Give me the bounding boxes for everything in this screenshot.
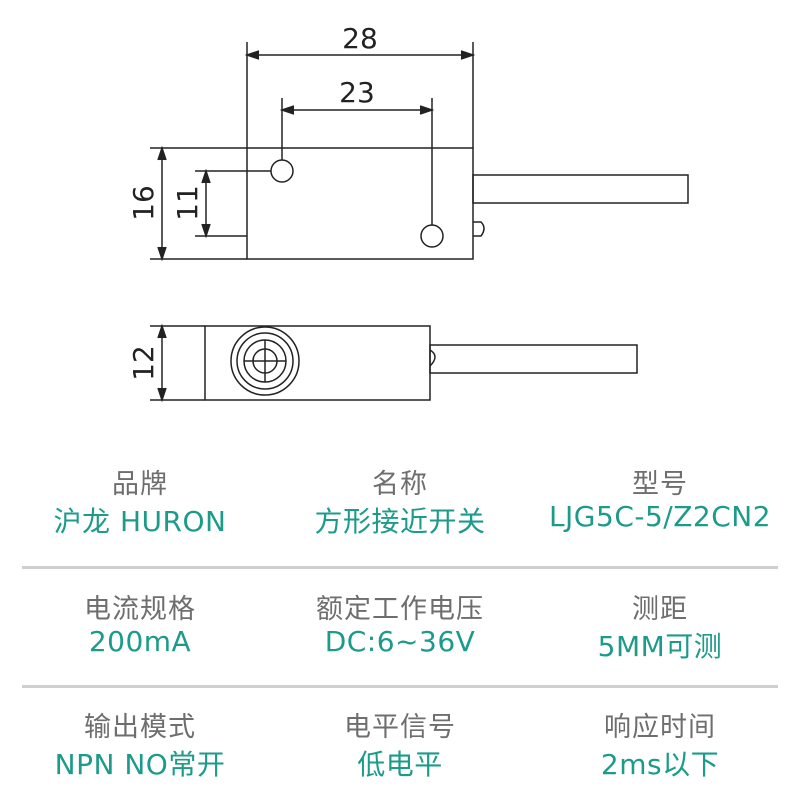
spec-value: 方形接近开关 xyxy=(314,505,486,538)
dim-hole-spacing: 23 xyxy=(339,76,375,109)
dim-top-height: 16 xyxy=(127,185,160,221)
sensing-face-outer xyxy=(230,326,300,396)
top-view-strain-relief xyxy=(473,221,485,237)
spec-value: LJG5C-5/Z2CN2 xyxy=(548,500,772,533)
top-view-cable xyxy=(472,174,689,204)
spec-label: 输出模式 xyxy=(84,712,196,743)
spec-label: 额定工作电压 xyxy=(316,594,484,625)
side-view-strain-relief xyxy=(429,349,436,367)
spec-value: 2ms以下 xyxy=(600,748,720,781)
mounting-hole-1 xyxy=(270,159,294,183)
mounting-hole-2 xyxy=(420,224,444,248)
spec-table: 品牌 沪龙 HURON 名称 方形接近开关 型号 LJG5C-5/Z2CN2 电… xyxy=(0,452,800,810)
spec-value: NPN NO常开 xyxy=(54,748,226,781)
spec-value: 5MM可测 xyxy=(597,630,723,663)
spec-row-2: 电流规格 200mA 额定工作电压 DC:6~36V 测距 5MM可测 xyxy=(0,577,800,692)
side-view-body xyxy=(204,325,431,401)
spec-label: 测距 xyxy=(632,594,688,625)
spec-label: 品牌 xyxy=(112,469,168,500)
top-view-body xyxy=(246,147,474,260)
dim-side-height: 12 xyxy=(127,345,160,381)
row-divider xyxy=(22,685,778,688)
spec-label: 电平信号 xyxy=(344,712,456,743)
side-view-cable xyxy=(429,344,638,374)
dim-hole-offset: 11 xyxy=(171,185,204,221)
spec-value: 200mA xyxy=(88,625,192,658)
spec-row-1: 品牌 沪龙 HURON 名称 方形接近开关 型号 LJG5C-5/Z2CN2 xyxy=(0,452,800,567)
sensor-dimension-drawing: 28 23 16 11 12 xyxy=(127,22,689,403)
row-divider xyxy=(22,566,778,569)
spec-label: 响应时间 xyxy=(604,712,716,743)
spec-value: 沪龙 HURON xyxy=(53,505,227,538)
spec-label: 电流规格 xyxy=(84,594,196,625)
dim-top-width: 28 xyxy=(342,22,378,55)
spec-label: 型号 xyxy=(632,469,688,500)
spec-value: DC:6~36V xyxy=(324,625,476,658)
sensing-face-ring xyxy=(236,332,294,390)
spec-label: 名称 xyxy=(372,469,428,500)
spec-row-3: 输出模式 NPN NO常开 电平信号 低电平 响应时间 2ms以下 xyxy=(0,695,800,810)
spec-value: 低电平 xyxy=(357,748,443,781)
